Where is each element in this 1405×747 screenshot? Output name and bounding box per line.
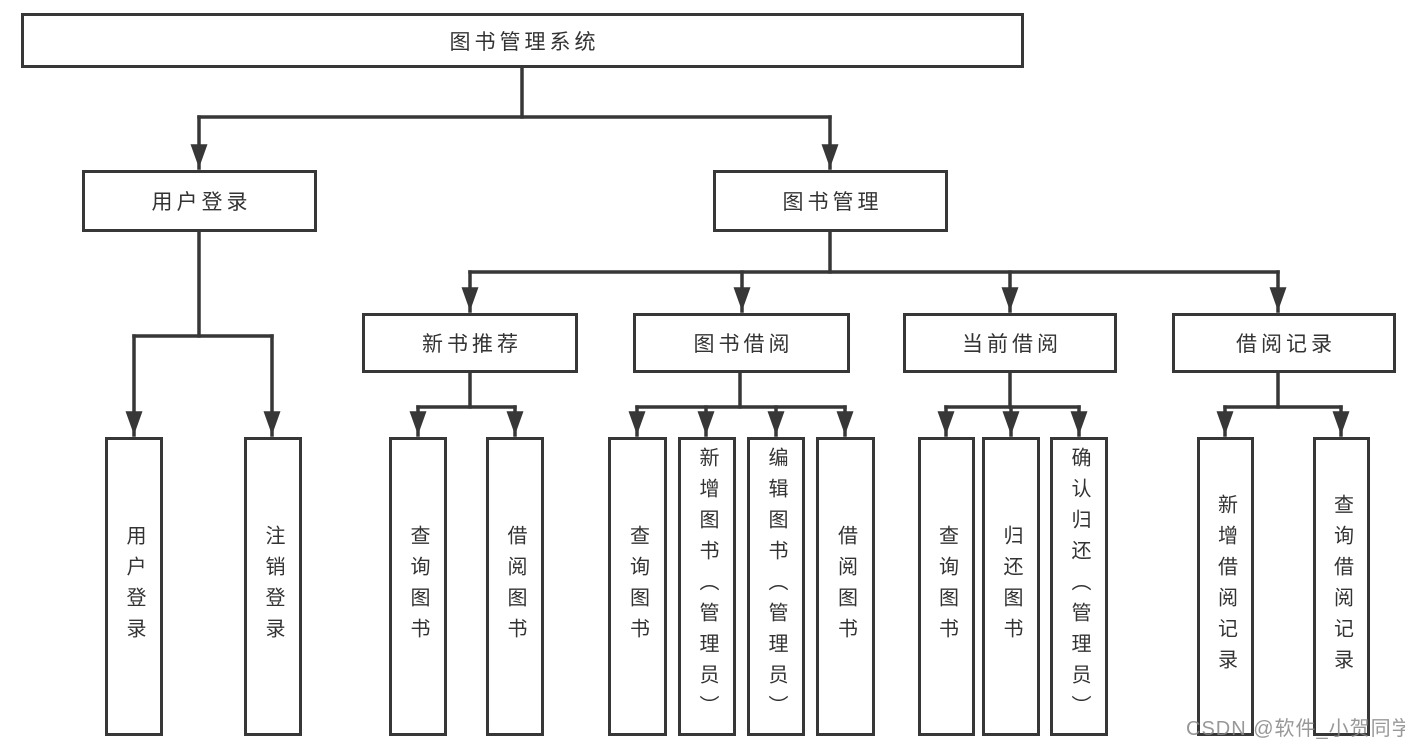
leaf-logout: 注销登录 — [244, 437, 302, 736]
leaf-edit-books-admin: 编辑图书（管理员） — [747, 437, 805, 736]
leaf-borrow-books-borrowing: 借阅图书 — [816, 437, 875, 736]
node-book-borrowing: 图书借阅 — [633, 313, 850, 373]
leaf-borrow-books-recommend: 借阅图书 — [486, 437, 544, 736]
leaf-add-books-admin: 新增图书（管理员） — [678, 437, 736, 736]
node-new-book-recommendation: 新书推荐 — [362, 313, 578, 373]
node-label: 查询图书 — [935, 524, 958, 649]
leaf-confirm-return-admin: 确认归还（管理员） — [1050, 437, 1108, 736]
node-label: 注销登录 — [262, 524, 284, 649]
node-label: 用户登录 — [123, 524, 145, 649]
node-label: 新书推荐 — [422, 333, 522, 356]
leaf-query-borrow-record: 查询借阅记录 — [1313, 437, 1370, 736]
node-book-management: 图书管理 — [713, 170, 948, 232]
node-label: 用户登录 — [151, 191, 252, 214]
node-label: 借阅记录 — [1236, 333, 1336, 356]
node-label: 编辑图书（管理员） — [765, 447, 787, 726]
leaf-query-books-current: 查询图书 — [918, 437, 975, 736]
node-label: 图书管理 — [782, 191, 883, 214]
leaf-user-login: 用户登录 — [105, 437, 163, 736]
node-label: 图书管理系统 — [449, 30, 600, 54]
node-label: 查询图书 — [407, 524, 429, 649]
leaf-query-books-borrowing: 查询图书 — [608, 437, 667, 736]
node-library-management-system: 图书管理系统 — [21, 13, 1024, 68]
node-current-borrowing: 当前借阅 — [903, 313, 1117, 373]
node-label: 借阅图书 — [504, 524, 526, 649]
node-user-login: 用户登录 — [82, 170, 317, 232]
node-label: 新增图书（管理员） — [696, 447, 718, 726]
node-label: 借阅图书 — [834, 524, 857, 649]
node-label: 当前借阅 — [962, 333, 1062, 356]
leaf-query-books-recommend: 查询图书 — [389, 437, 447, 736]
node-label: 查询借阅记录 — [1330, 493, 1353, 680]
node-label: 确认归还（管理员） — [1068, 447, 1090, 726]
node-label: 图书借阅 — [693, 333, 794, 356]
leaf-return-books: 归还图书 — [982, 437, 1040, 736]
node-label: 新增借阅记录 — [1214, 493, 1237, 680]
leaf-add-borrow-record: 新增借阅记录 — [1197, 437, 1254, 736]
node-borrowing-records: 借阅记录 — [1172, 313, 1396, 373]
node-label: 归还图书 — [1000, 524, 1022, 649]
node-label: 查询图书 — [626, 524, 649, 649]
csdn-watermark: CSDN @软件_小贺同学 — [1186, 718, 1405, 740]
